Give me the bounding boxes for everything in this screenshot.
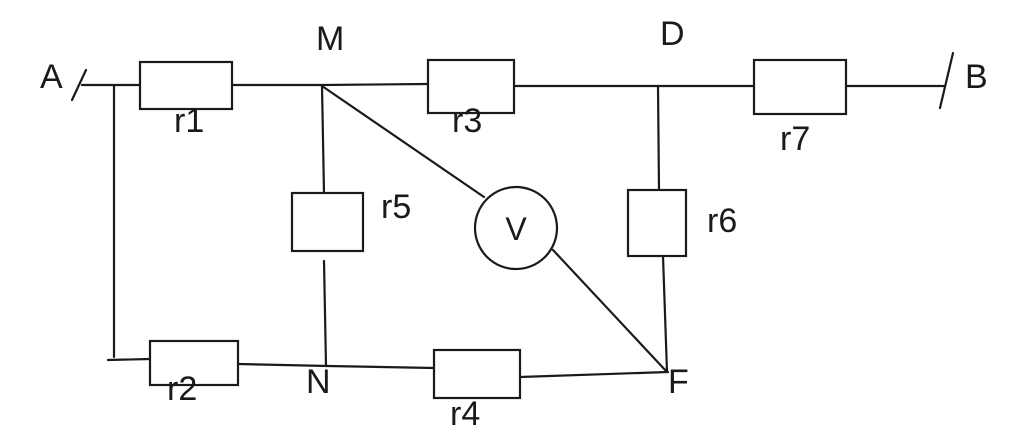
- resistor-label-r3: r3: [452, 102, 482, 140]
- wire-d-r6: [656, 84, 661, 192]
- resistor-r7: [752, 58, 848, 116]
- terminal-b-tick: [938, 51, 955, 110]
- resistor-label-r4: r4: [450, 395, 480, 433]
- resistor-r1: [138, 60, 234, 111]
- node-label-n: N: [306, 363, 331, 401]
- voltmeter-circle: [473, 185, 559, 271]
- resistor-label-r5: r5: [381, 188, 411, 226]
- wire-voltmeter-f: [551, 248, 669, 374]
- voltmeter-label: V: [505, 211, 527, 247]
- node-label-m: M: [316, 20, 344, 58]
- resistor-r5: [290, 191, 365, 253]
- resistor-r4: [432, 348, 522, 400]
- node-label-a: A: [40, 58, 63, 96]
- resistor-label-r2: r2: [167, 370, 197, 408]
- wire-m-r5: [320, 84, 326, 195]
- resistor-label-r6: r6: [707, 202, 737, 240]
- terminal-a-tick: [70, 68, 88, 102]
- wire-r5-n: [322, 259, 328, 368]
- wire-bottom-left-stub: [106, 357, 152, 362]
- resistor-r6: [626, 188, 688, 258]
- resistor-label-r7: r7: [780, 120, 810, 158]
- wire-bottom-r4-f: [518, 370, 670, 379]
- node-label-b: B: [965, 58, 988, 96]
- wire-bottom-n-r4: [326, 364, 436, 370]
- node-label-d: D: [660, 15, 685, 53]
- wire-top-m-r3: [320, 82, 430, 87]
- resistor-label-r1: r1: [174, 102, 204, 140]
- node-label-f: F: [668, 363, 689, 401]
- wire-bottom-r2-n: [236, 362, 330, 368]
- wire-m-voltmeter: [320, 84, 486, 199]
- wire-r6-f: [661, 254, 669, 374]
- resistor-r3: [426, 58, 516, 115]
- resistor-r2: [148, 339, 240, 387]
